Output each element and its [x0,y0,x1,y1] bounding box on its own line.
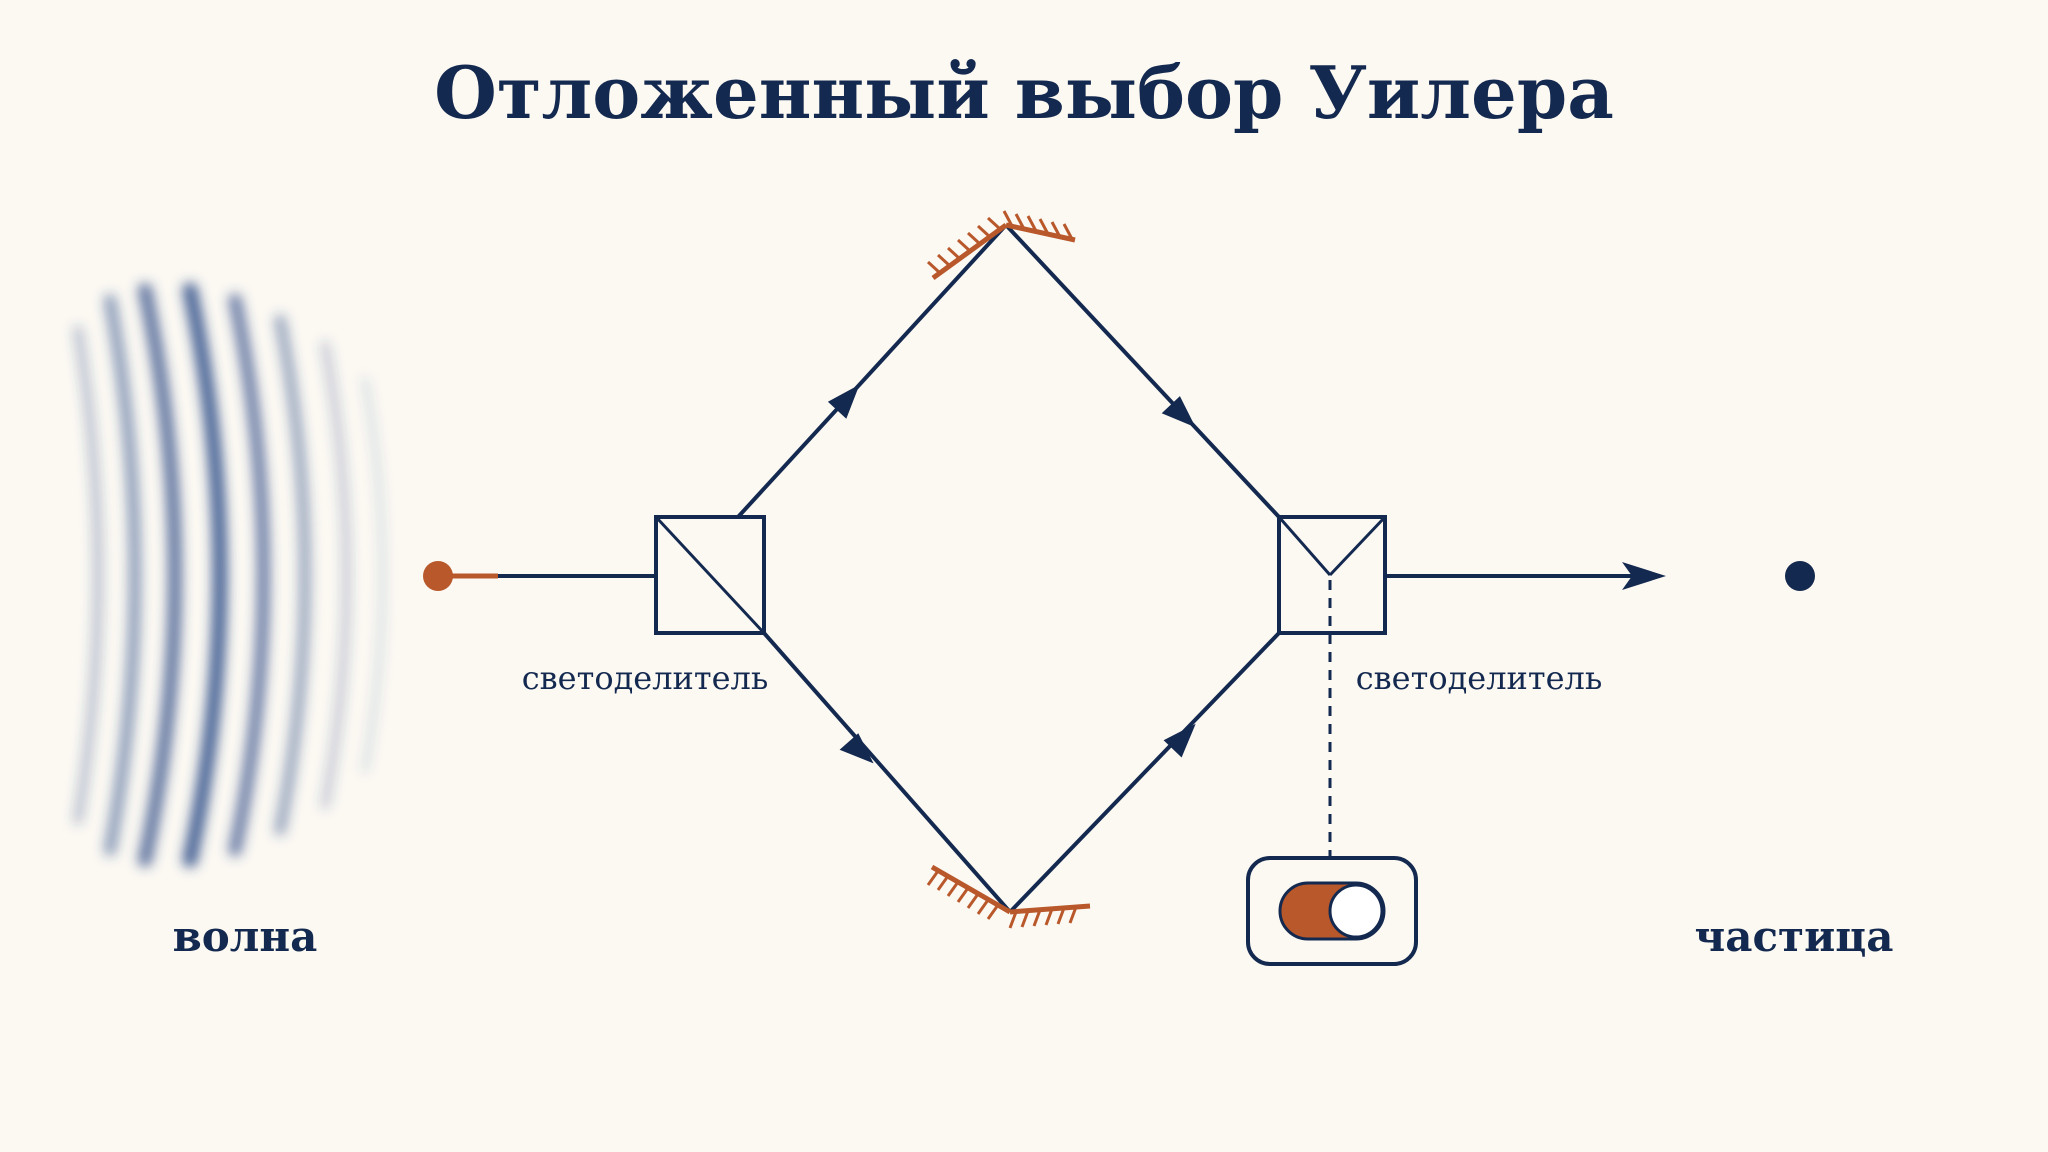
page-title: Отложенный выбор Уилера [434,50,1614,135]
beam-splitter-1 [654,515,766,635]
output-arrowhead [1622,562,1666,590]
beam-splitter-label-1: светоделитель [522,659,769,697]
toggle-switch[interactable] [1246,856,1418,966]
arrow-lower-left [839,733,874,764]
wave-fronts [73,282,386,868]
wave-label: волна [173,912,318,961]
mirror-bottom-icon [926,864,1091,929]
arrow-lower-right [1163,723,1196,758]
beam-splitter-2 [1277,515,1387,635]
upper-path [736,223,1281,519]
toggle-knob[interactable] [1328,883,1384,939]
detector-dot [1785,561,1815,591]
mirror-top-icon [926,210,1076,281]
arrow-upper-left [827,384,860,419]
beam-splitter-label-2: светоделитель [1356,659,1603,697]
particle-label: частица [1695,912,1894,961]
arrow-upper-right [1161,396,1196,428]
lower-path [762,631,1281,914]
photon-source-dot [423,561,453,591]
